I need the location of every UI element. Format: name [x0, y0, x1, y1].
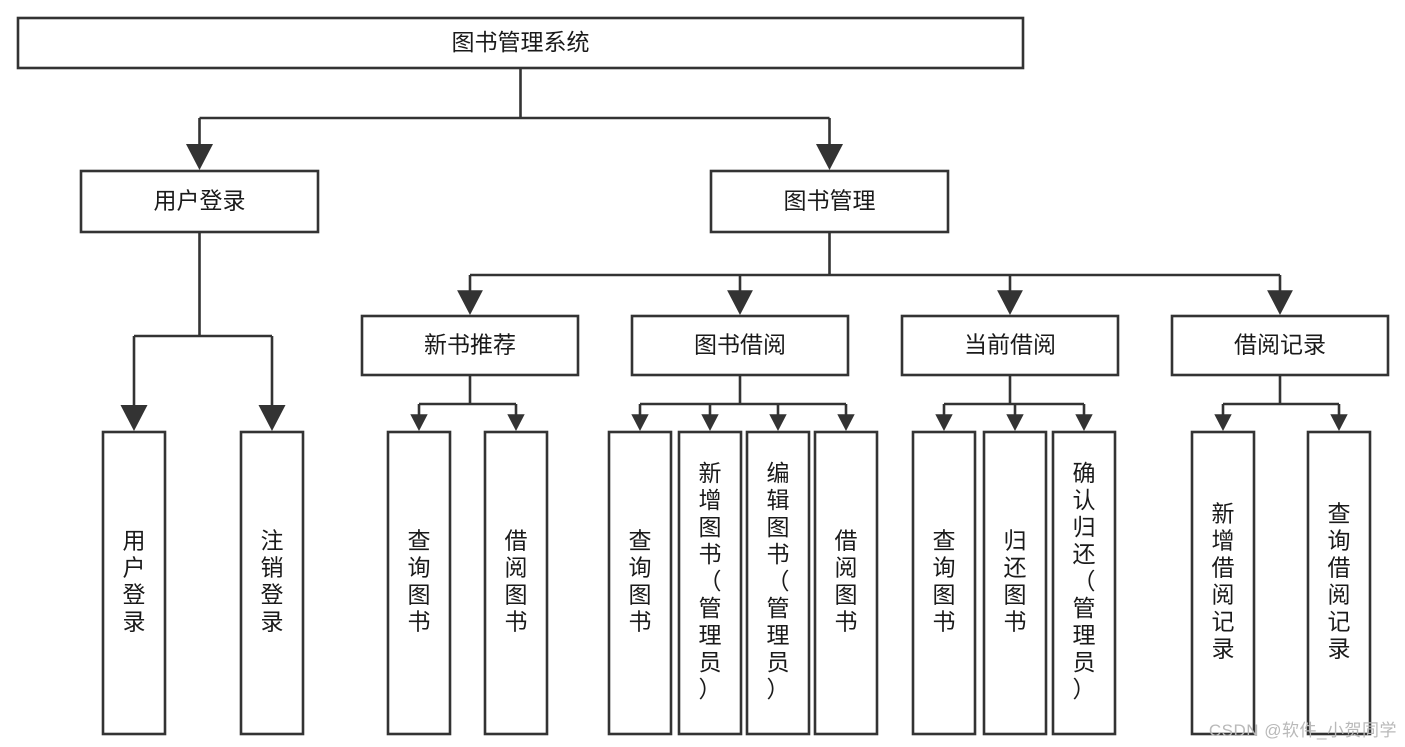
node-box — [239, 430, 305, 736]
arrow-head-icon — [631, 414, 649, 431]
node-box — [386, 430, 452, 736]
edges-l3-3-to-leaves — [1214, 375, 1348, 431]
arrow-head-icon — [507, 414, 525, 431]
nodes-layer: 图书管理系统用户登录图书管理新书推荐图书借阅当前借阅借阅记录用户登录注销登录查询… — [16, 16, 1390, 736]
node-box — [1190, 430, 1256, 736]
node-leaf-10[interactable]: 确认归还（管理员） — [1051, 430, 1117, 736]
node-leaf-7[interactable]: 借阅图书 — [813, 430, 879, 736]
arrow-head-icon — [410, 414, 428, 431]
node-box — [677, 430, 743, 736]
node-label: 新增图书（管理员） — [699, 460, 722, 702]
node-label: 注销登录 — [261, 528, 284, 635]
node-box — [1051, 430, 1117, 736]
arrow-head-icon — [769, 414, 787, 431]
edges-l3-0-to-leaves — [410, 375, 525, 431]
connectors-layer — [120, 68, 1348, 431]
node-box — [360, 314, 580, 377]
node-box — [911, 430, 977, 736]
arrow-head-icon — [1214, 414, 1232, 431]
edges-l3-1-to-leaves — [631, 375, 855, 431]
node-leaf-5[interactable]: 新增图书（管理员） — [677, 430, 743, 736]
node-label: 查询图书 — [408, 528, 431, 635]
node-level3-1[interactable]: 图书借阅 — [630, 314, 850, 377]
node-label: 归还图书 — [1004, 528, 1027, 635]
node-box — [607, 430, 673, 736]
arrow-head-icon — [258, 405, 286, 431]
node-label: 查询图书 — [933, 528, 956, 635]
node-label: 借阅图书 — [505, 528, 528, 635]
node-box — [79, 169, 320, 234]
node-label: 查询图书 — [629, 528, 652, 635]
arrow-head-icon — [1075, 414, 1093, 431]
arrow-head-icon — [1267, 290, 1293, 315]
node-box — [813, 430, 879, 736]
arrow-head-icon — [120, 405, 148, 431]
node-box — [982, 430, 1048, 736]
node-label: 新增借阅记录 — [1212, 501, 1235, 662]
node-level2-1[interactable]: 图书管理 — [709, 169, 950, 234]
arrow-head-icon — [1330, 414, 1348, 431]
node-level2-0[interactable]: 用户登录 — [79, 169, 320, 234]
node-label: 借阅图书 — [835, 528, 858, 635]
arrow-head-icon — [815, 144, 844, 170]
node-box — [101, 430, 167, 736]
node-box — [16, 16, 1025, 70]
node-box — [1306, 430, 1372, 736]
node-leaf-2[interactable]: 查询图书 — [386, 430, 452, 736]
node-label: 图书管理 — [784, 188, 876, 214]
node-root-0[interactable]: 图书管理系统 — [16, 16, 1025, 70]
node-leaf-11[interactable]: 新增借阅记录 — [1190, 430, 1256, 736]
node-level3-3[interactable]: 借阅记录 — [1170, 314, 1390, 377]
node-box — [709, 169, 950, 234]
edges-l3-2-to-leaves — [935, 375, 1093, 431]
node-level3-2[interactable]: 当前借阅 — [900, 314, 1120, 377]
node-label: 图书借阅 — [694, 332, 786, 358]
node-label: 编辑图书（管理员） — [767, 460, 790, 702]
arrow-head-icon — [935, 414, 953, 431]
arrow-head-icon — [837, 414, 855, 431]
node-label: 确认归还（管理员） — [1073, 460, 1096, 702]
node-box — [630, 314, 850, 377]
arrow-head-icon — [701, 414, 719, 431]
node-level3-0[interactable]: 新书推荐 — [360, 314, 580, 377]
node-leaf-9[interactable]: 归还图书 — [982, 430, 1048, 736]
node-leaf-6[interactable]: 编辑图书（管理员） — [745, 430, 811, 736]
arrow-head-icon — [1006, 414, 1024, 431]
node-label: 用户登录 — [154, 188, 246, 214]
node-label: 新书推荐 — [424, 332, 516, 358]
edges-user-login-to-leaves — [120, 232, 286, 431]
node-leaf-12[interactable]: 查询借阅记录 — [1306, 430, 1372, 736]
edges-book-mgmt-to-level3 — [457, 232, 1293, 315]
node-box — [483, 430, 549, 736]
node-box — [1170, 314, 1390, 377]
arrow-head-icon — [727, 290, 753, 315]
edges-root-to-level2 — [185, 68, 844, 170]
node-leaf-4[interactable]: 查询图书 — [607, 430, 673, 736]
node-leaf-3[interactable]: 借阅图书 — [483, 430, 549, 736]
node-label: 查询借阅记录 — [1328, 501, 1351, 662]
node-label: 当前借阅 — [964, 332, 1056, 358]
node-label: 借阅记录 — [1234, 332, 1326, 358]
arrow-head-icon — [997, 290, 1023, 315]
node-leaf-8[interactable]: 查询图书 — [911, 430, 977, 736]
node-leaf-1[interactable]: 注销登录 — [239, 430, 305, 736]
node-box — [745, 430, 811, 736]
node-label: 图书管理系统 — [452, 29, 590, 55]
node-leaf-0[interactable]: 用户登录 — [101, 430, 167, 736]
arrow-head-icon — [185, 144, 214, 170]
node-label: 用户登录 — [123, 528, 146, 635]
arrow-head-icon — [457, 290, 483, 315]
node-box — [900, 314, 1120, 377]
